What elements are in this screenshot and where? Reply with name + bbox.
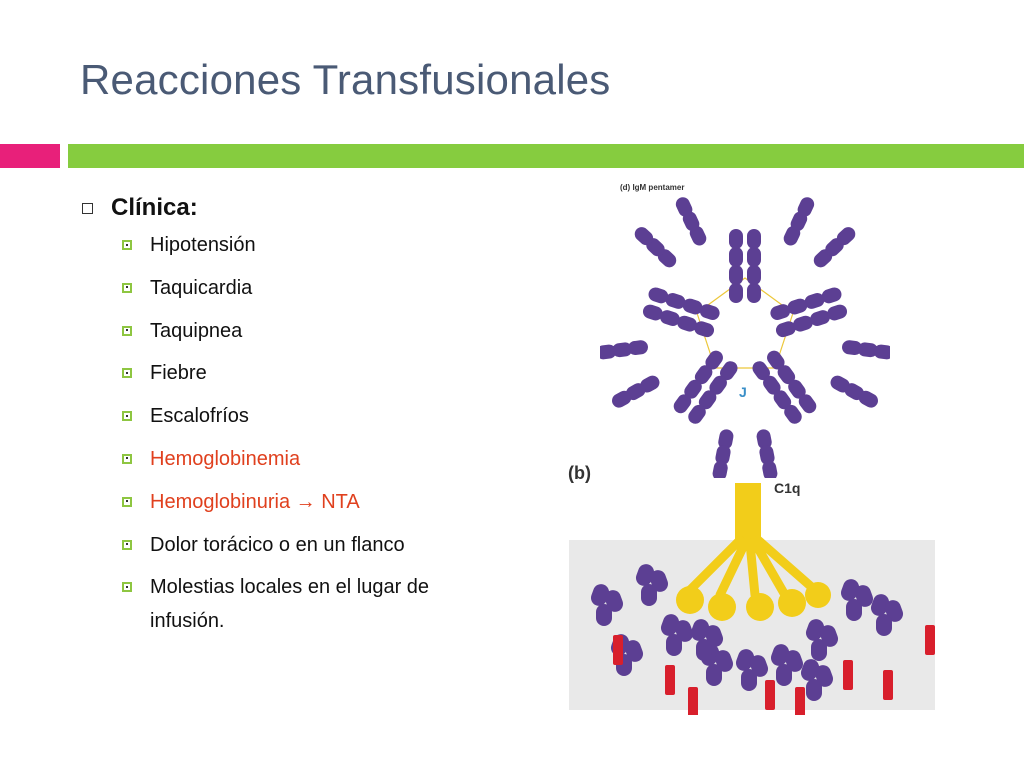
igm-monomer-icon — [752, 350, 878, 478]
antigen-icon — [765, 680, 775, 710]
square-bullet-icon — [122, 282, 132, 293]
square-bullet-icon — [122, 325, 132, 336]
list-item-highlight: Hemoglobinuria → NTA — [120, 485, 500, 519]
list-item: Taquicardia — [120, 271, 500, 305]
igm-pentamer-diagram: (d) IgM pentamer J — [600, 183, 890, 478]
list-item: Escalofríos — [120, 399, 500, 433]
igm-monomer-icon — [612, 350, 738, 478]
hollow-square-bullet-icon — [82, 202, 93, 214]
list-item: Dolor torácico o en un flanco — [120, 528, 500, 562]
list-item: Molestias locales en el lugar de infusió… — [120, 570, 500, 638]
square-bullet-icon — [122, 368, 132, 379]
square-bullet-icon — [122, 539, 132, 550]
accent-bar-pink — [0, 144, 60, 168]
surface-antigens — [613, 625, 935, 715]
square-bullet-icon — [122, 240, 132, 250]
bound-antibodies — [590, 564, 904, 701]
bullet-content: Clínica: Hipotensión Taquicardia Taquipn… — [80, 188, 500, 647]
antibody-segment-icon — [635, 564, 669, 606]
antibody-segment-icon — [590, 584, 624, 626]
square-bullet-icon — [122, 453, 132, 464]
antigen-icon — [883, 670, 893, 700]
antigen-icon — [795, 687, 805, 715]
list-item: Taquipnea — [120, 314, 500, 348]
list-item: Hipotensión — [120, 228, 500, 262]
antibody-segment-icon — [800, 659, 834, 701]
igm-monomer-icon — [770, 227, 890, 360]
figure-label-b: (b) — [568, 463, 591, 483]
antigen-icon — [688, 687, 698, 715]
antibody-arms — [600, 197, 890, 478]
list-item-highlight: Hemoglobinemia — [120, 442, 500, 476]
square-bullet-icon — [122, 582, 132, 593]
accent-bar-green — [68, 144, 1024, 168]
antibody-segment-icon — [735, 649, 769, 691]
figure-label-igm: (d) IgM pentamer — [620, 183, 684, 192]
igm-monomer-icon — [675, 197, 815, 303]
c1q-complex-icon — [676, 483, 831, 621]
antigen-icon — [665, 665, 675, 695]
square-bullet-icon — [122, 496, 132, 507]
antigen-icon — [925, 625, 935, 655]
antibody-segment-icon — [840, 579, 874, 621]
complement-binding-diagram: (b) C1q — [568, 463, 935, 715]
antibody-segment-icon — [770, 644, 804, 686]
antibody-segment-icon — [870, 594, 904, 636]
j-chain-label: J — [739, 384, 747, 400]
antigen-icon — [613, 635, 623, 665]
antibody-segment-icon — [660, 614, 694, 656]
antigen-icon — [843, 660, 853, 690]
square-bullet-icon — [122, 411, 132, 422]
igm-monomer-icon — [600, 227, 720, 360]
list-item: Fiebre — [120, 356, 500, 390]
antibody-segment-icon — [690, 619, 724, 661]
c1q-label: C1q — [774, 480, 800, 496]
symptom-list: Hipotensión Taquicardia Taquipnea Fiebre… — [80, 228, 500, 638]
section-heading: Clínica: — [111, 194, 198, 221]
slide-title: Reacciones Transfusionales — [80, 56, 611, 103]
heading-bullet: Clínica: — [80, 188, 500, 228]
antibody-segment-icon — [805, 619, 839, 661]
